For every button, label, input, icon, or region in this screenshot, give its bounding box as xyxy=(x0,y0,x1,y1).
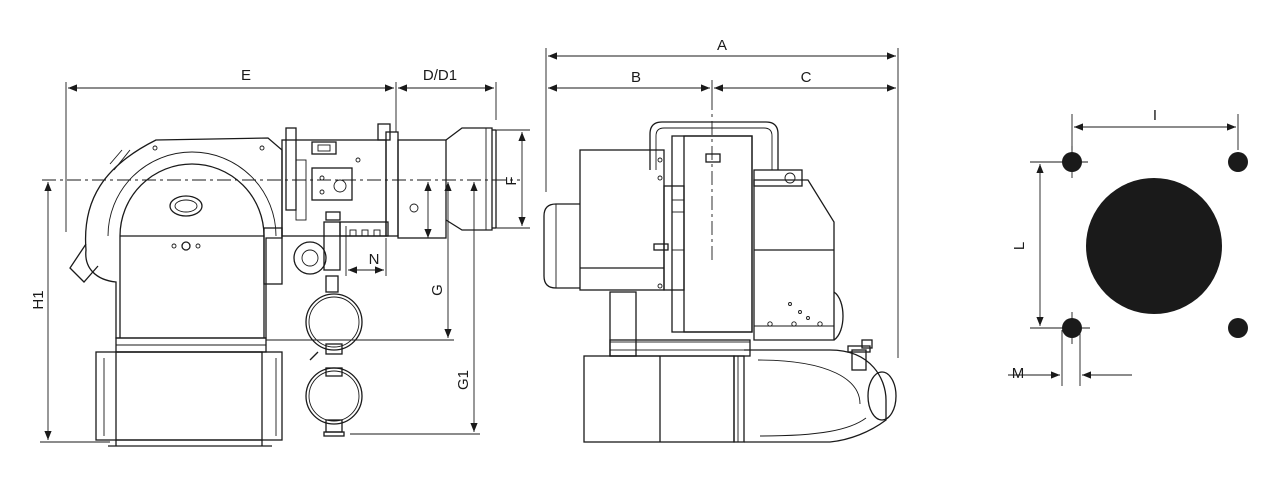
label-g: G xyxy=(429,284,446,296)
dimensions xyxy=(40,48,1239,443)
label-h1: H1 xyxy=(30,290,47,309)
label-i: I xyxy=(1153,107,1157,124)
fan-housing xyxy=(69,137,283,339)
control-block xyxy=(263,123,399,285)
label-f: F xyxy=(503,176,520,185)
elbow-duct xyxy=(744,349,887,443)
label-g1: G1 xyxy=(455,370,472,390)
front-inlet-box xyxy=(583,355,735,443)
gas-valve-train xyxy=(293,221,363,437)
label-n: N xyxy=(369,251,380,268)
label-b: B xyxy=(631,69,641,86)
flange-pattern xyxy=(1056,146,1248,344)
label-l: L xyxy=(1011,242,1028,250)
motor-body xyxy=(579,149,665,291)
dimension-labels: E D/D1 A B C I N M F G G1 H1 L xyxy=(30,37,1157,390)
blast-tube xyxy=(397,127,497,239)
bolt-hole xyxy=(1228,152,1248,172)
flange-bore xyxy=(1086,178,1222,314)
front-view xyxy=(543,121,897,443)
label-c: C xyxy=(801,69,812,86)
air-inlet-box xyxy=(95,351,283,447)
scroll-body xyxy=(753,179,835,341)
side-view xyxy=(69,123,497,447)
label-a: A xyxy=(717,37,727,54)
label-e: E xyxy=(241,67,251,84)
label-d: D/D1 xyxy=(423,67,457,84)
head-top xyxy=(649,121,779,170)
label-m: M xyxy=(1012,365,1025,382)
bolt-hole xyxy=(1228,318,1248,338)
